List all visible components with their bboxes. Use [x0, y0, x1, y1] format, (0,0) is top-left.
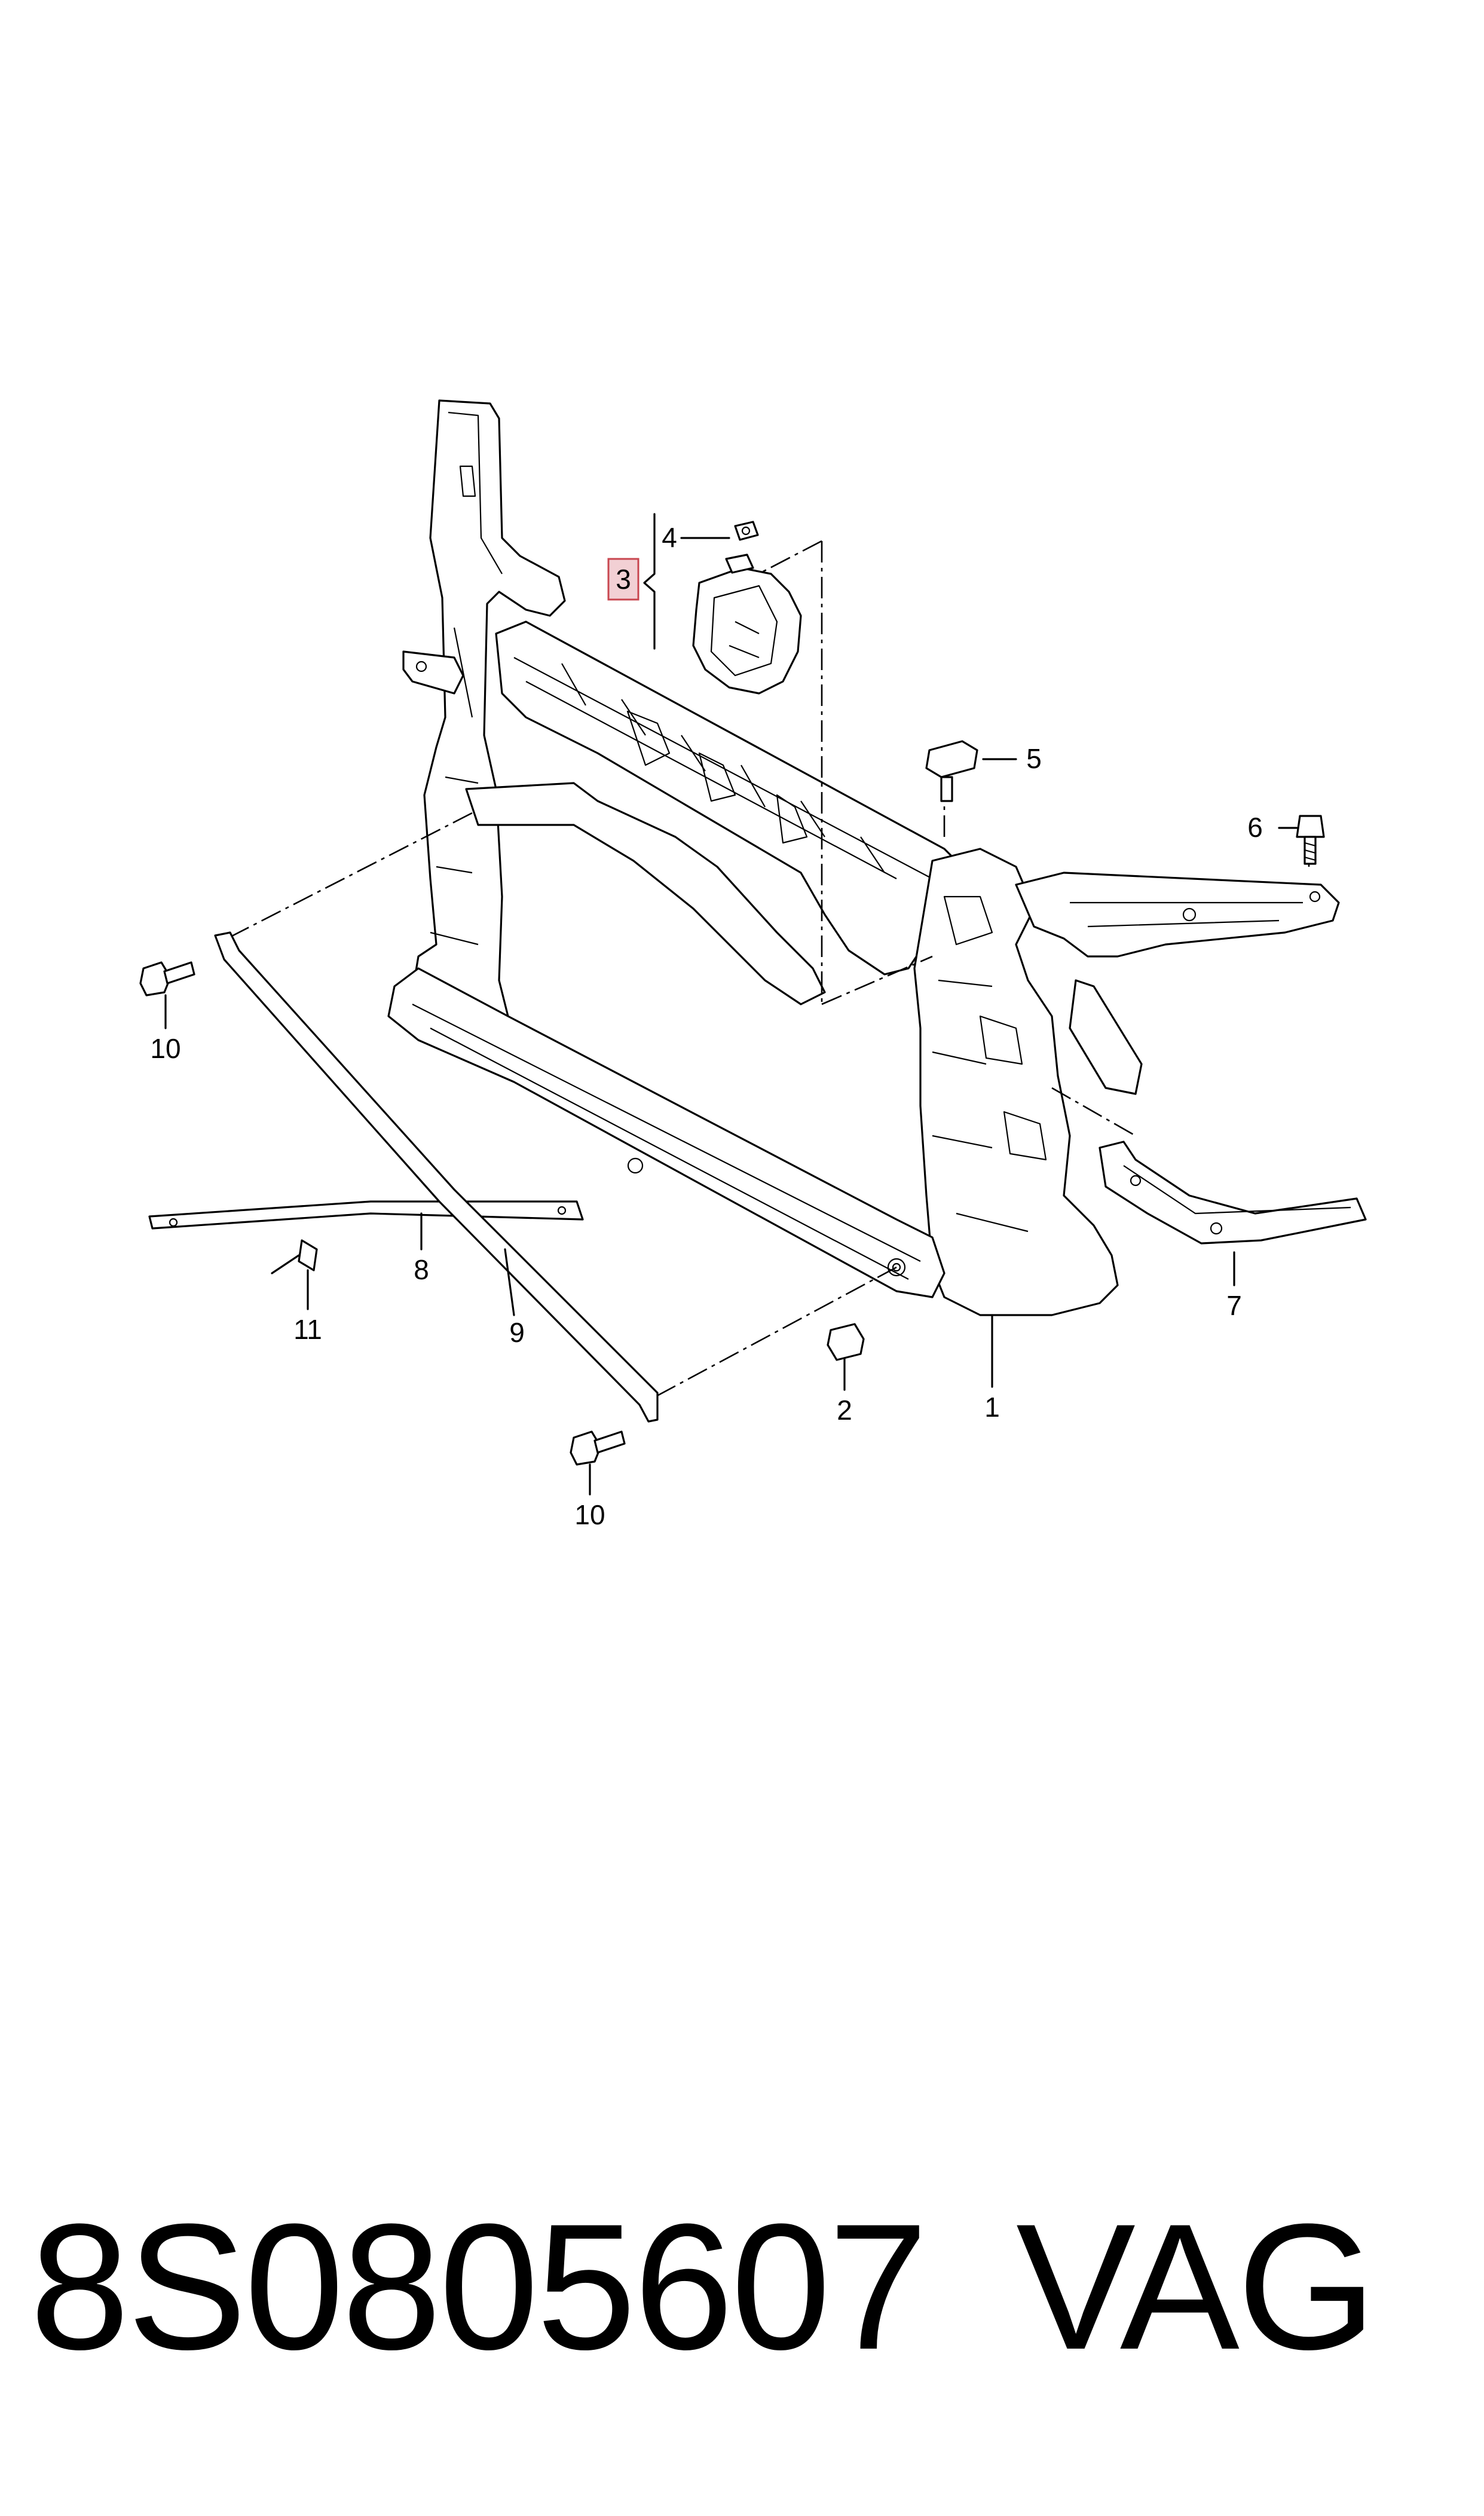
highlight-box-3 — [607, 558, 640, 601]
callout-4: 4 — [662, 522, 677, 553]
clip-nut-part-5 — [925, 740, 978, 802]
callout-9: 9 — [509, 1317, 525, 1348]
callout-11: 11 — [293, 1314, 322, 1345]
callout-8: 8 — [414, 1254, 429, 1285]
bracket-part-3 — [692, 554, 802, 695]
strut-part-8 — [148, 1200, 584, 1230]
clip-part-2 — [827, 1323, 865, 1361]
bracket-part-7 — [1099, 1141, 1367, 1245]
brand-name: VAG — [1016, 2186, 1376, 2387]
callout-6: 6 — [1247, 812, 1263, 843]
callout-10-lower: 10 — [574, 1499, 605, 1530]
callout-1: 1 — [984, 1392, 1000, 1423]
screw-part-6 — [1296, 815, 1325, 865]
bolt-part-10-lower — [570, 1430, 626, 1466]
callout-2: 2 — [837, 1395, 852, 1426]
bolt-part-10-upper — [139, 961, 195, 996]
callout-10-upper: 10 — [150, 1033, 180, 1064]
leader-lines — [164, 537, 1298, 1496]
callout-3: 3 — [616, 564, 631, 595]
clip-part-4 — [734, 521, 759, 541]
part-footer: 8S0805607 VAG — [30, 2188, 1464, 2385]
front-panel-assembly — [387, 399, 1340, 1316]
bracket-brace-3 — [643, 513, 656, 650]
callout-7: 7 — [1226, 1290, 1242, 1321]
rivet-part-11 — [271, 1239, 318, 1274]
strut-part-9 — [214, 931, 659, 1423]
part-number: 8S0805607 — [30, 2186, 928, 2387]
callout-5: 5 — [1026, 743, 1042, 774]
